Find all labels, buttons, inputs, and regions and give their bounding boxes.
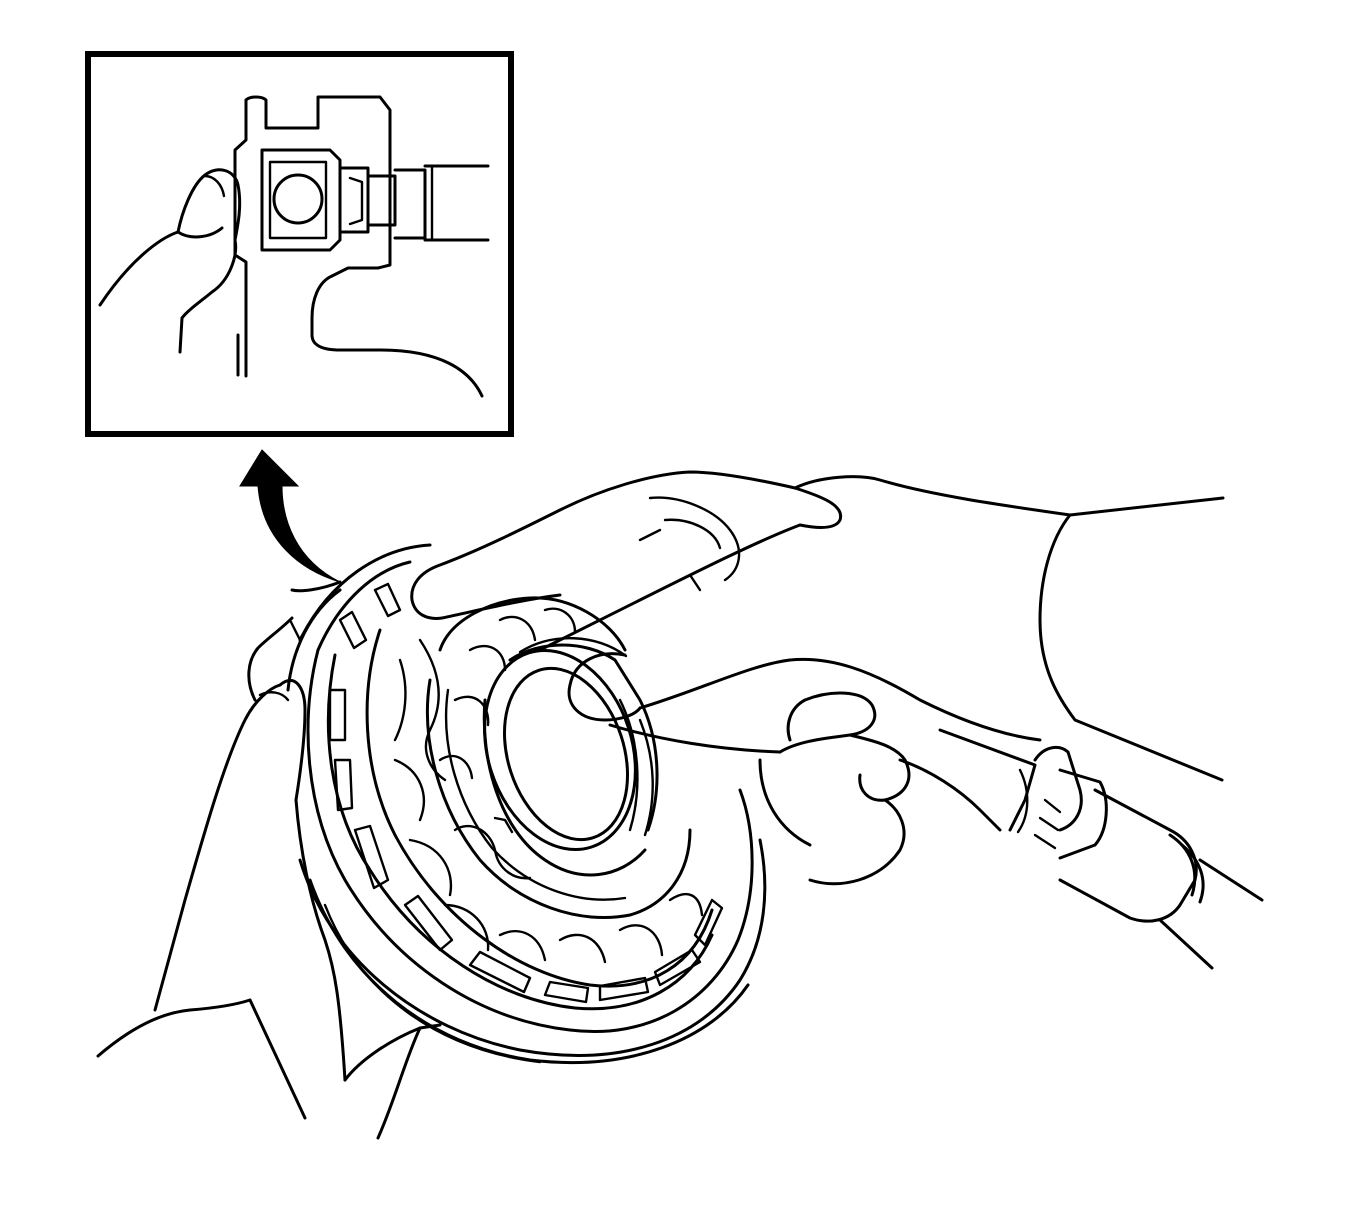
valve-bore-detail [233, 95, 490, 398]
pump-body-illustration [286, 543, 767, 1064]
hands-illustration [96, 470, 1225, 1140]
detail-inset-frame [85, 51, 514, 437]
direction-arrow-icon [239, 449, 342, 593]
ring-slots [328, 582, 724, 1004]
check-ball [272, 173, 324, 225]
air-nozzle-illustration [938, 728, 1264, 970]
detail-inset [85, 51, 514, 437]
inset-hand [98, 168, 242, 377]
pump-hub [482, 636, 659, 877]
